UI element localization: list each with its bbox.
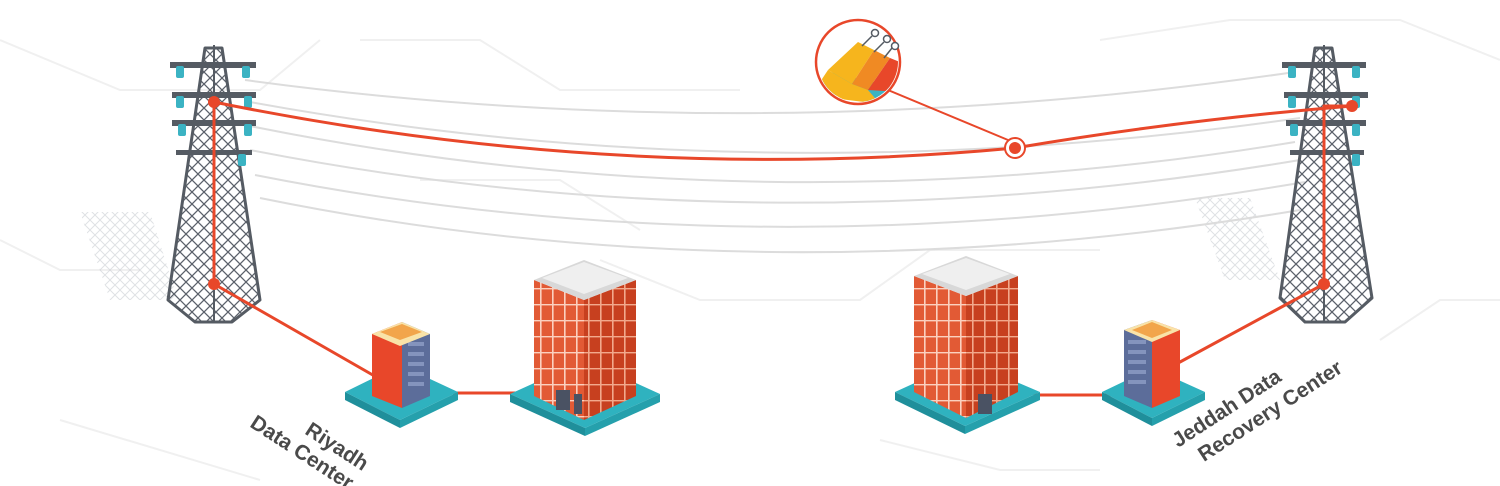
fiber-cable-cross-section-icon (814, 18, 902, 106)
tower-shadow-right (1195, 198, 1280, 280)
fiber-overhead-span (212, 100, 1354, 161)
office-building-icon (510, 260, 660, 436)
riyadh-label: Riyadh Data Center (246, 411, 372, 486)
power-lines (244, 71, 1306, 254)
server-rack-building-icon (1102, 320, 1205, 426)
fiber-link-riyadh (212, 282, 380, 380)
office-building-icon (895, 256, 1040, 434)
fiber-nodes (208, 96, 1358, 290)
callout-connector (887, 89, 1009, 141)
transmission-tower-icon (1278, 45, 1374, 324)
fiber-link-jeddah (1178, 282, 1326, 364)
background-decoration (0, 19, 1500, 481)
server-rack-building-icon (345, 322, 458, 428)
tower-shadow-left (80, 212, 178, 300)
